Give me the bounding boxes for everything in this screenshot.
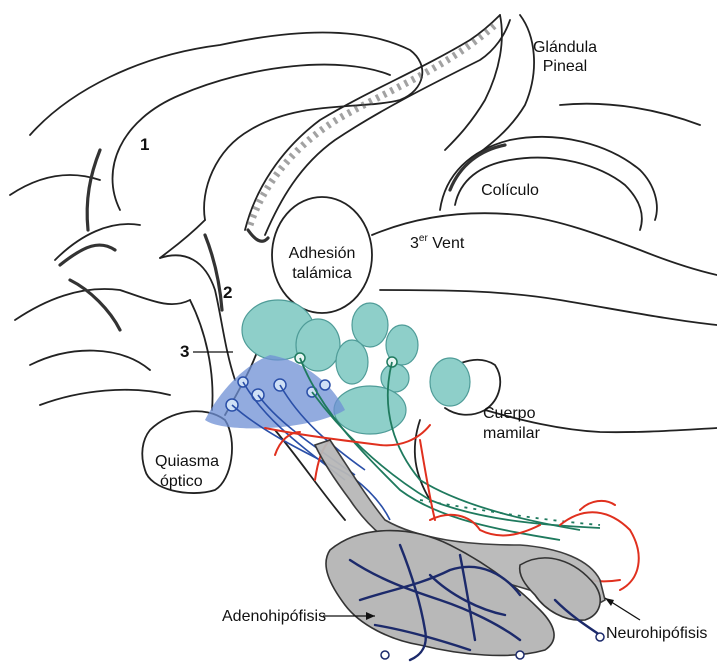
nucleus-7: [430, 358, 470, 406]
label-adenohypophysis: Adenohipófisis: [222, 608, 326, 625]
hypothalamic-nuclei: [205, 300, 470, 434]
label-adhesion-line1: Adhesión: [289, 245, 356, 262]
label-third-ventricle: 3er Vent: [410, 233, 465, 252]
nucleus-4: [336, 340, 368, 384]
label-number-1: 1: [140, 135, 149, 154]
label-mammillary-line2: mamilar: [483, 425, 541, 442]
label-mammillary-line1: Cuerpo: [483, 405, 536, 422]
label-chiasm-line1: Quiasma: [155, 453, 219, 470]
nucleus-3: [352, 303, 388, 347]
pituitary-gland: [315, 440, 605, 655]
label-colliculus: Colículo: [481, 182, 539, 199]
label-neurohypophysis: Neurohipófisis: [606, 625, 707, 642]
label-pineal-line1: Glándula: [533, 39, 597, 56]
label-pineal-line2: Pineal: [543, 58, 587, 75]
brain-outline: [10, 15, 717, 520]
label-number-2: 2: [223, 283, 232, 302]
label-number-3: 3: [180, 342, 189, 361]
label-chiasm-line2: óptico: [160, 473, 203, 490]
label-adhesion-line2: talámica: [292, 265, 352, 282]
